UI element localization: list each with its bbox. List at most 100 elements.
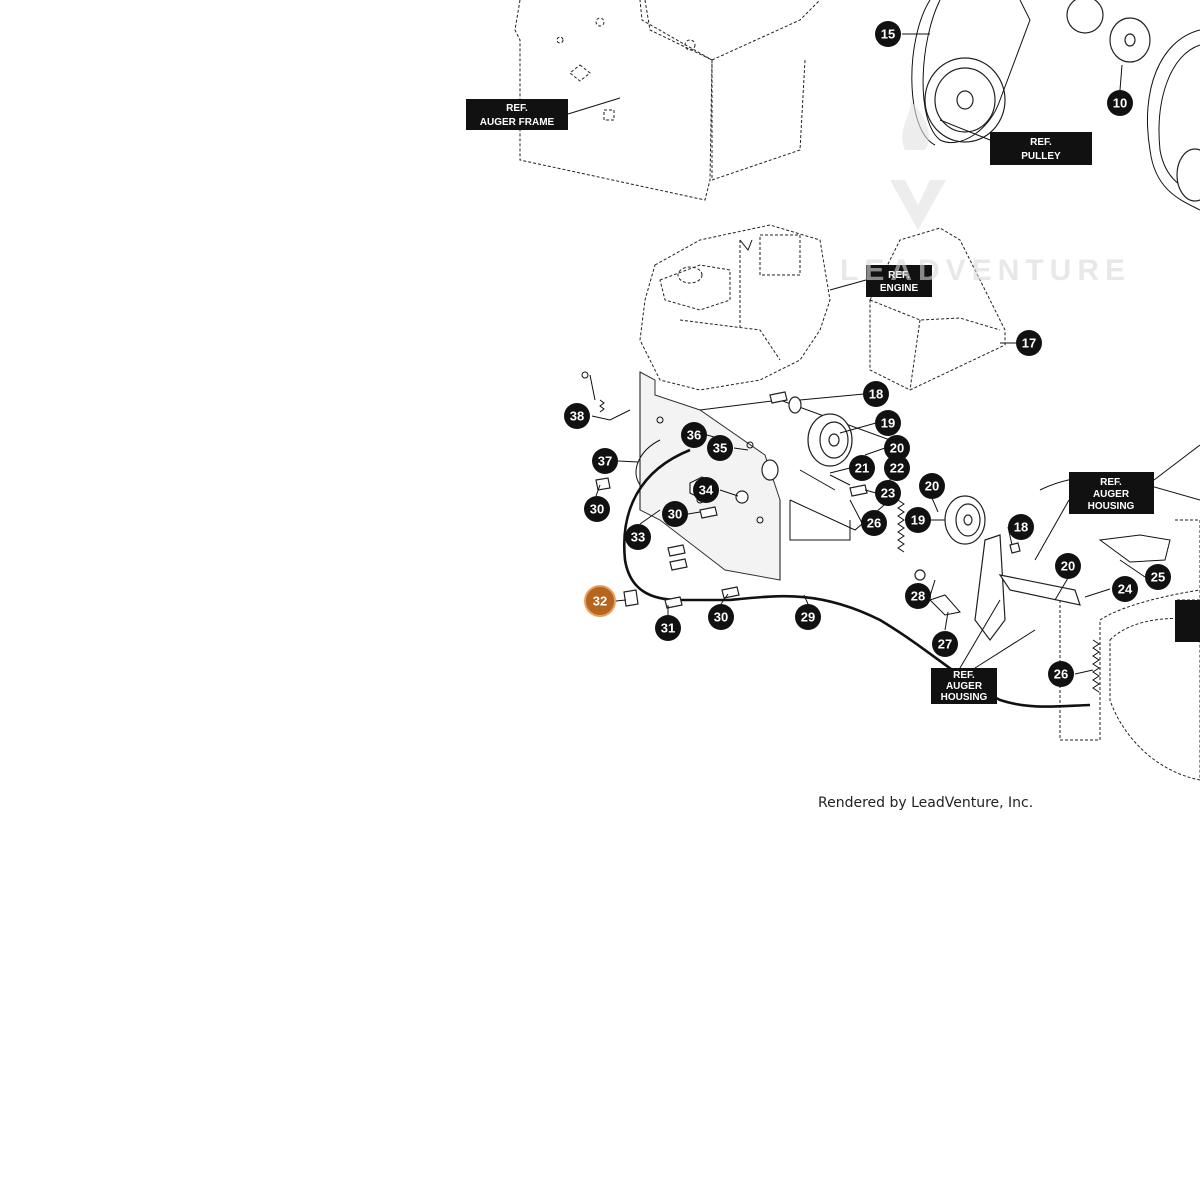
- ref-auger-housing-right: REF. AUGER HOUSING: [1034, 444, 1200, 561]
- ref-engine: REF. ENGINE: [829, 265, 932, 297]
- callout-bubble: [863, 381, 889, 407]
- callout-bubble: [707, 435, 733, 461]
- callout-bubble: [905, 507, 931, 533]
- watermark-text: LEADVENTURE: [840, 254, 1131, 287]
- callout-30[interactable]: 30: [584, 496, 610, 522]
- callout-bubble: [693, 477, 719, 503]
- callout-37[interactable]: 37: [592, 448, 618, 474]
- callout-36[interactable]: 36: [681, 422, 707, 448]
- ref-auger-housing-bottom-line3: HOUSING: [941, 692, 988, 703]
- callout-30[interactable]: 30: [662, 501, 688, 527]
- callout-21[interactable]: 21: [849, 455, 875, 481]
- callout-number: 20: [925, 479, 939, 494]
- callout-17[interactable]: 17: [1016, 330, 1042, 356]
- callout-35[interactable]: 35: [707, 435, 733, 461]
- watermark: LEADVENTURE: [840, 100, 1131, 287]
- callout-number: 24: [1118, 582, 1133, 597]
- callout-number: 26: [867, 516, 881, 531]
- callout-number: 17: [1022, 336, 1036, 351]
- callout-30[interactable]: 30: [708, 604, 734, 630]
- bolt-drawing: [595, 391, 1021, 609]
- callout-20[interactable]: 20: [1055, 553, 1081, 579]
- callout-bubble: [1055, 553, 1081, 579]
- callout-bubble: [919, 473, 945, 499]
- callout-number: 30: [590, 502, 604, 517]
- ref-pulley: REF. PULLEY: [939, 119, 1092, 165]
- footer-credit: Rendered by LeadVenture, Inc.: [818, 795, 1034, 811]
- callout-number: 34: [699, 483, 714, 498]
- callout-bubble: [875, 21, 901, 47]
- callout-number: 20: [890, 441, 904, 456]
- callout-number: 23: [881, 486, 895, 501]
- ref-box-partial: [1175, 600, 1200, 642]
- callout-18[interactable]: 18: [1008, 514, 1034, 540]
- callout-10[interactable]: 10: [1107, 90, 1133, 116]
- callout-15[interactable]: 15: [875, 21, 901, 47]
- callout-32-highlighted[interactable]: 32: [584, 585, 616, 617]
- idler-bracket-drawing: [914, 534, 1081, 641]
- callout-19[interactable]: 19: [875, 410, 901, 436]
- callout-number: 28: [911, 589, 925, 604]
- ref-auger-frame-line2: AUGER FRAME: [480, 117, 555, 128]
- callout-bubble: [592, 448, 618, 474]
- callout-bubble: [1145, 564, 1171, 590]
- ref-pulley-line1: REF.: [1030, 137, 1052, 148]
- callout-bubble: [932, 631, 958, 657]
- callout-bubble: [708, 604, 734, 630]
- callout-38[interactable]: 38: [564, 403, 590, 429]
- callout-number: 18: [1014, 520, 1028, 535]
- callout-26[interactable]: 26: [861, 510, 887, 536]
- callout-19[interactable]: 19: [905, 507, 931, 533]
- pulley-belt-drawing: [911, 0, 1200, 211]
- callout-number: 10: [1113, 96, 1127, 111]
- ref-auger-housing-right-line1: REF.: [1100, 477, 1122, 488]
- callout-number: 35: [713, 441, 727, 456]
- callout-number: 18: [869, 387, 883, 402]
- callout-number: 31: [661, 621, 675, 636]
- callout-23[interactable]: 23: [875, 480, 901, 506]
- callout-20[interactable]: 20: [884, 435, 910, 461]
- callout-25[interactable]: 25: [1145, 564, 1171, 590]
- callout-bubble: [884, 435, 910, 461]
- callout-number: 32: [593, 594, 607, 609]
- callout-bubble: [905, 583, 931, 609]
- callout-33[interactable]: 33: [625, 524, 651, 550]
- callout-bubble: [1112, 576, 1138, 602]
- callout-bubble: [625, 524, 651, 550]
- engine-drawing: [639, 224, 831, 391]
- callout-number: 26: [1054, 667, 1068, 682]
- callout-bubble: [662, 501, 688, 527]
- callout-bubble: [861, 510, 887, 536]
- ref-engine-line2: ENGINE: [880, 283, 919, 294]
- callout-bubble: [875, 410, 901, 436]
- callout-number: 30: [668, 507, 682, 522]
- callout-22[interactable]: 22: [884, 455, 910, 481]
- ref-engine-line1: REF.: [888, 270, 910, 281]
- callout-number: 36: [687, 428, 701, 443]
- ref-auger-housing-bottom-line1: REF.: [953, 670, 975, 681]
- ref-auger-frame: REF. AUGER FRAME: [466, 97, 621, 130]
- callout-bubble: [795, 604, 821, 630]
- callout-20[interactable]: 20: [919, 473, 945, 499]
- callout-29[interactable]: 29: [795, 604, 821, 630]
- callout-number: 21: [855, 461, 869, 476]
- callout-number: 30: [714, 610, 728, 625]
- control-cable-drawing: [622, 439, 1091, 708]
- callout-24[interactable]: 24: [1112, 576, 1138, 602]
- callout-number: 22: [890, 461, 904, 476]
- callout-18[interactable]: 18: [863, 381, 889, 407]
- callout-34[interactable]: 34: [693, 477, 719, 503]
- callout-31[interactable]: 31: [655, 615, 681, 641]
- callout-number: 27: [938, 637, 952, 652]
- callout-27[interactable]: 27: [932, 631, 958, 657]
- callout-number: 33: [631, 530, 645, 545]
- callout-number: 37: [598, 454, 612, 469]
- callout-26[interactable]: 26: [1048, 661, 1074, 687]
- leader-lines: [591, 33, 1146, 675]
- ref-auger-housing-right-line2: AUGER: [1093, 489, 1130, 500]
- callout-number: 19: [881, 416, 895, 431]
- callout-28[interactable]: 28: [905, 583, 931, 609]
- callout-bubble: [655, 615, 681, 641]
- callout-bubble: [884, 455, 910, 481]
